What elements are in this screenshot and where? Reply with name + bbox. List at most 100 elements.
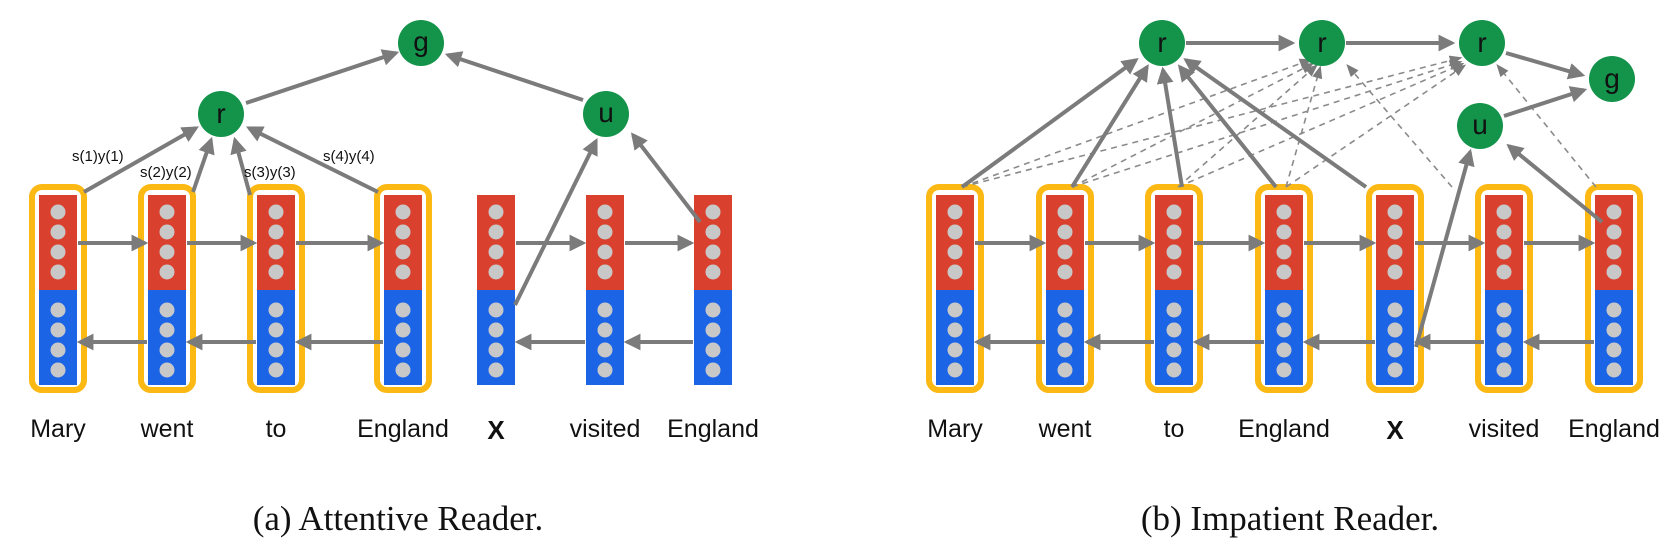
hidden-unit [268,362,284,378]
document-highlight [247,184,305,393]
dashed-attention [1177,64,1318,188]
caption-b: (b) Impatient Reader. [1141,499,1439,538]
hidden-unit [705,204,721,220]
combination-arrows [960,34,1604,348]
node-r-label: r [1317,27,1326,58]
token-highlight [1366,184,1424,393]
attention-label: s(2)y(2) [140,164,192,181]
dashed-attention [1496,64,1597,188]
node-r: r [1459,20,1505,66]
token-column [1265,195,1303,385]
hidden-unit [705,362,721,378]
word-label: went [140,415,194,443]
hidden-unit [159,342,175,358]
hidden-unit [597,342,613,358]
combination-arrows [83,49,702,306]
hidden-unit [1606,204,1622,220]
hidden-unit [1276,362,1292,378]
hidden-unit [159,302,175,318]
hidden-unit [1166,204,1182,220]
hidden-unit [597,244,613,260]
hidden-unit [488,362,504,378]
impatient-reader-panel: r r r g u Mary went to England X visited… [926,20,1660,538]
hidden-unit [1387,302,1403,318]
token-to-r-arrow [960,58,1139,189]
hidden-unit [1606,264,1622,280]
hidden-unit [705,342,721,358]
hidden-unit [159,362,175,378]
hidden-unit [488,322,504,338]
dashed-attention [1285,65,1323,188]
hidden-unit [268,264,284,280]
token-to-r-arrow [1183,58,1368,189]
hidden-unit [395,204,411,220]
word-label: Mary [927,415,983,443]
hidden-unit [488,244,504,260]
hidden-unit [50,362,66,378]
hidden-unit [1166,264,1182,280]
token-column [936,195,974,385]
hidden-unit [947,322,963,338]
hidden-unit [159,244,175,260]
hidden-unit [705,224,721,240]
hidden-unit [1057,302,1073,318]
dashed-attention [1071,62,1315,188]
hidden-unit [597,302,613,318]
hidden-unit [947,362,963,378]
hidden-unit [947,342,963,358]
attention-arrow [83,126,199,194]
hidden-unit [1057,204,1073,220]
hidden-unit [268,204,284,220]
hidden-unit [50,264,66,280]
node-r: r [198,91,244,137]
hidden-unit [1606,244,1622,260]
hidden-unit [1496,342,1512,358]
hidden-unit [1057,224,1073,240]
token-to-r-arrow [1177,64,1278,189]
token-highlight [1475,184,1533,393]
node-g-label: g [413,26,429,57]
hidden-unit [1387,244,1403,260]
query-to-u-arrow [630,132,702,224]
document-highlight [29,184,87,393]
hidden-unit [947,204,963,220]
hidden-unit [1166,342,1182,358]
hidden-unit [1606,322,1622,338]
query-to-u-arrow [1506,143,1604,224]
attention-label: s(1)y(1) [72,148,124,165]
document-highlight [374,184,432,393]
hidden-unit [50,244,66,260]
hidden-unit [268,224,284,240]
hidden-unit [50,322,66,338]
hidden-unit [1166,302,1182,318]
u-to-g-arrow [444,51,584,102]
hidden-unit [1387,264,1403,280]
query-to-u-arrow [1414,148,1475,348]
node-r-label: r [216,98,225,129]
hidden-unit [947,302,963,318]
node-u-label: u [598,97,614,128]
hidden-unit [705,264,721,280]
hidden-unit [1496,264,1512,280]
attention-arrow [230,136,252,196]
node-r: r [1299,20,1345,66]
hidden-unit [1606,342,1622,358]
query-to-u-arrow [513,137,598,306]
hidden-unit [597,264,613,280]
hidden-unit [268,244,284,260]
hidden-unit [597,362,613,378]
token-column [257,195,295,385]
hidden-unit [1276,322,1292,338]
hidden-unit [947,244,963,260]
hidden-unit [159,224,175,240]
hidden-unit [488,204,504,220]
hidden-unit [159,204,175,220]
token-column [1155,195,1193,385]
hidden-unit [1496,224,1512,240]
hidden-unit [947,264,963,280]
word-label: England [357,415,449,443]
hidden-unit [268,342,284,358]
hidden-unit [1276,224,1292,240]
token-to-r-arrow [1156,66,1184,188]
hidden-unit [50,342,66,358]
